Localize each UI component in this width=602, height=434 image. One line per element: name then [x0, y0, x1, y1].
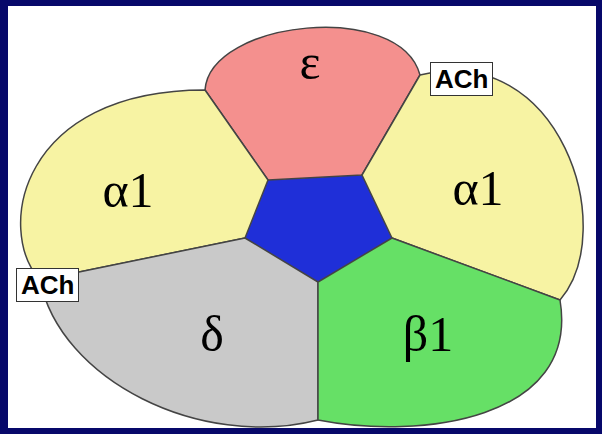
- white-panel: [8, 6, 596, 428]
- subunit-lobe: β1: [316, 236, 578, 428]
- subunit-name: α1: [102, 165, 153, 215]
- subunit-lobe: δ: [38, 236, 320, 428]
- subunit-name: δ: [200, 309, 224, 359]
- subunit-name: β1: [403, 309, 453, 359]
- ligand-label: ACh: [16, 268, 79, 302]
- ligand-label: ACh: [430, 62, 493, 96]
- subunit-name: ε: [300, 37, 321, 87]
- subunit-name: α1: [452, 163, 503, 213]
- lobe-outline: [38, 236, 320, 428]
- lobe-shape: [40, 238, 318, 427]
- lobe-shape: [318, 238, 562, 427]
